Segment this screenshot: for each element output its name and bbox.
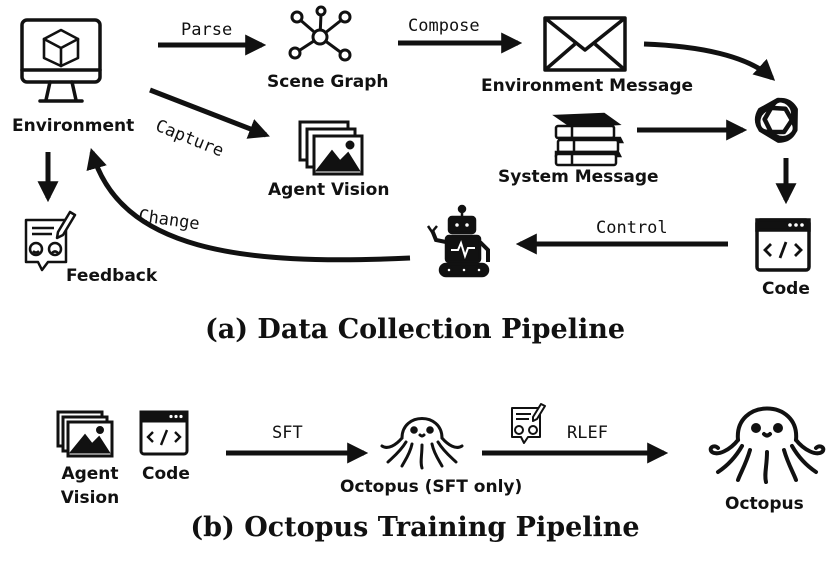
scene-graph-label: Scene Graph bbox=[267, 72, 389, 92]
environment-label: Environment bbox=[12, 116, 135, 136]
robot-icon bbox=[426, 204, 490, 278]
system-message-label: System Message bbox=[498, 167, 659, 187]
octopus-large-icon bbox=[708, 406, 826, 484]
openai-logo-icon bbox=[755, 97, 798, 143]
octopus-label: Octopus bbox=[725, 494, 804, 514]
feedback-survey-icon bbox=[511, 403, 546, 444]
arrows-a bbox=[37, 32, 797, 263]
caption-a: (a) Data Collection Pipeline bbox=[204, 314, 626, 345]
code-window-icon bbox=[139, 410, 189, 456]
code-label-b: Code bbox=[142, 464, 190, 484]
graph-network-icon bbox=[288, 5, 352, 62]
rlef-edge-label: RLEF bbox=[567, 423, 608, 443]
gallery-icon bbox=[298, 120, 364, 176]
octopus-sft-label: Octopus (SFT only) bbox=[340, 477, 523, 497]
change-arrow bbox=[86, 147, 411, 263]
parse-edge-label: Parse bbox=[181, 20, 233, 40]
control-edge-label: Control bbox=[596, 218, 668, 238]
env-to-llm-arrow bbox=[643, 41, 776, 81]
environment-message-label: Environment Message bbox=[481, 76, 694, 96]
code-window-icon bbox=[755, 218, 811, 272]
feedback-label: Feedback bbox=[66, 266, 158, 286]
agent-vision-label: Agent Vision bbox=[268, 180, 390, 200]
gallery-icon bbox=[56, 410, 114, 458]
envelope-icon bbox=[543, 16, 627, 72]
agent-vision-label-b: Agent Vision bbox=[60, 464, 120, 508]
capture-arrow bbox=[149, 87, 270, 139]
caption-b: (b) Octopus Training Pipeline bbox=[190, 512, 640, 543]
code-label: Code bbox=[762, 279, 810, 299]
sft-edge-label: SFT bbox=[272, 423, 303, 443]
books-icon bbox=[552, 112, 625, 167]
monitor-cube-icon bbox=[20, 18, 102, 103]
octopus-small-icon bbox=[380, 417, 464, 470]
feedback-survey-icon bbox=[24, 210, 77, 272]
compose-edge-label: Compose bbox=[408, 16, 480, 36]
